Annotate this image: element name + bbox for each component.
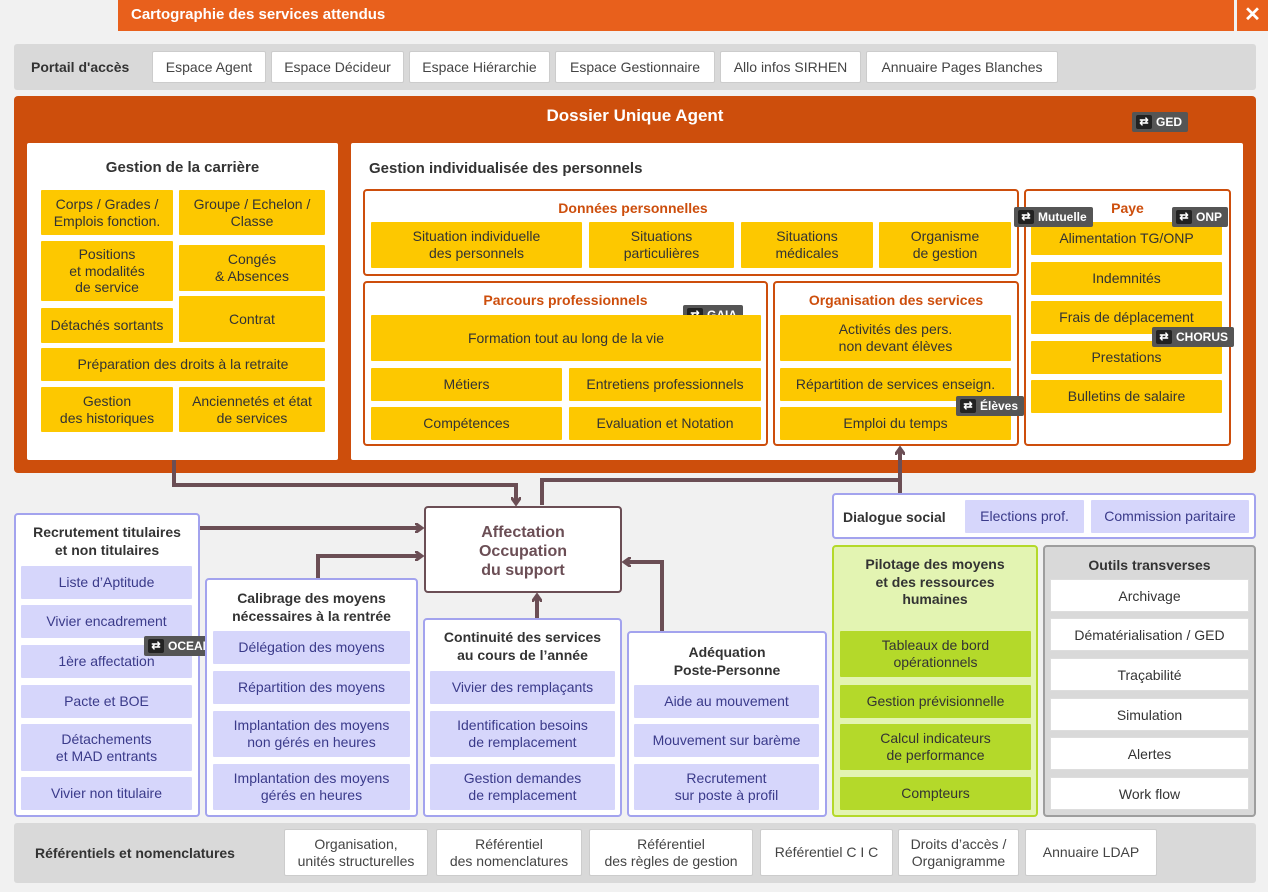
carriere-historiques[interactable]: Gestion des historiques bbox=[41, 387, 173, 432]
calibrage-delegation[interactable]: Délégation des moyens bbox=[213, 631, 410, 664]
donnees-organisme-gestion[interactable]: Organisme de gestion bbox=[879, 222, 1011, 268]
recrutement-vivier-encadrement[interactable]: Vivier encadrement bbox=[21, 605, 192, 638]
portail-allo-infos[interactable]: Allo infos SIRHEN bbox=[720, 51, 861, 83]
close-icon[interactable]: ✕ bbox=[1236, 0, 1268, 31]
organisation-title: Organisation des services bbox=[808, 292, 984, 308]
carriere-detaches[interactable]: Détachés sortants bbox=[41, 308, 173, 343]
recrutement-detachements[interactable]: Détachements et MAD entrants bbox=[21, 724, 192, 771]
pilotage-tableaux-bord[interactable]: Tableaux de bord opérationnels bbox=[840, 631, 1031, 677]
parcours-evaluation[interactable]: Evaluation et Notation bbox=[569, 407, 761, 440]
adequation-mouvement-bareme[interactable]: Mouvement sur barème bbox=[634, 724, 819, 757]
chorus-tag: ⇄CHORUS bbox=[1152, 327, 1235, 347]
dua-title: Dossier Unique Agent bbox=[546, 106, 724, 125]
ref-organisation[interactable]: Organisation, unités structurelles bbox=[284, 829, 428, 876]
mutuelle-tag: ⇄Mutuelle bbox=[1014, 207, 1093, 227]
portail-espace-decideur[interactable]: Espace Décideur bbox=[271, 51, 404, 83]
recrutement-title: Recrutement titulaires et non titulaires bbox=[33, 524, 181, 559]
calibrage-repartition[interactable]: Répartition des moyens bbox=[213, 671, 410, 704]
continuite-identification-besoins[interactable]: Identification besoins de remplacement bbox=[430, 711, 615, 757]
paye-bulletins[interactable]: Bulletins de salaire bbox=[1031, 380, 1222, 413]
adequation-recrutement-profil[interactable]: Recrutement sur poste à profil bbox=[634, 764, 819, 810]
recrutement-vivier-non-titulaire[interactable]: Vivier non titulaire bbox=[21, 777, 192, 810]
carriere-conges[interactable]: Congés & Absences bbox=[179, 245, 325, 291]
recrutement-liste-aptitude[interactable]: Liste d’Aptitude bbox=[21, 566, 192, 599]
organisation-activites[interactable]: Activités des pers. non devant élèves bbox=[780, 315, 1011, 361]
recrutement-pacte-boe[interactable]: Pacte et BOE bbox=[21, 685, 192, 718]
affectation-center[interactable]: Affectation Occupation du support bbox=[424, 506, 622, 593]
carriere-anciennetes[interactable]: Anciennetés et état de services bbox=[179, 387, 325, 432]
portail-espace-gestionnaire[interactable]: Espace Gestionnaire bbox=[555, 51, 715, 83]
outils-alertes[interactable]: Alertes bbox=[1050, 737, 1249, 770]
portail-title: Portail d'accès bbox=[31, 59, 130, 75]
outils-title: Outils transverses bbox=[1088, 557, 1211, 573]
dialogue-elections[interactable]: Elections prof. bbox=[965, 500, 1084, 533]
continuite-vivier-remplacants[interactable]: Vivier des remplaçants bbox=[430, 671, 615, 704]
outils-tracabilite[interactable]: Traçabilité bbox=[1050, 658, 1249, 691]
paye-indemnites[interactable]: Indemnités bbox=[1031, 262, 1222, 295]
continuite-title: Continuité des services au cours de l’an… bbox=[443, 629, 602, 664]
adequation-aide-mouvement[interactable]: Aide au mouvement bbox=[634, 685, 819, 718]
adequation-title: Adéquation Poste-Personne bbox=[673, 644, 781, 679]
parcours-metiers[interactable]: Métiers bbox=[371, 368, 562, 401]
window-title: Cartographie des services attendus bbox=[118, 0, 1234, 31]
donnees-situations-particulieres[interactable]: Situations particulières bbox=[589, 222, 734, 268]
pilotage-compteurs[interactable]: Compteurs bbox=[840, 777, 1031, 810]
ref-nomenclatures[interactable]: Référentiel des nomenclatures bbox=[436, 829, 582, 876]
sync-icon: ⇄ bbox=[960, 399, 976, 413]
donnees-situation-individuelle[interactable]: Situation individuelle des personnels bbox=[371, 222, 582, 268]
pilotage-gestion-previsionnelle[interactable]: Gestion prévisionnelle bbox=[840, 685, 1031, 718]
calibrage-implantation-heures[interactable]: Implantation des moyens gérés en heures bbox=[213, 764, 410, 810]
sync-icon: ⇄ bbox=[148, 639, 164, 653]
organisation-repartition[interactable]: Répartition de services enseign. bbox=[780, 368, 1011, 401]
carriere-retraite[interactable]: Préparation des droits à la retraite bbox=[41, 348, 325, 381]
onp-tag: ⇄ONP bbox=[1172, 207, 1229, 227]
continuite-gestion-demandes[interactable]: Gestion demandes de remplacement bbox=[430, 764, 615, 810]
arrow-adequation-to-center bbox=[625, 562, 664, 632]
sync-icon: ⇄ bbox=[1156, 330, 1172, 344]
pilotage-calcul-indicateurs[interactable]: Calcul indicateurs de performance bbox=[840, 724, 1031, 770]
donnees-situations-medicales[interactable]: Situations médicales bbox=[741, 222, 873, 268]
dialogue-commission[interactable]: Commission paritaire bbox=[1091, 500, 1249, 533]
parcours-competences[interactable]: Compétences bbox=[371, 407, 562, 440]
carriere-corps-grades[interactable]: Corps / Grades / Emplois fonction. bbox=[41, 190, 173, 235]
calibrage-implantation-non-heures[interactable]: Implantation des moyens non gérés en heu… bbox=[213, 711, 410, 757]
outils-simulation[interactable]: Simulation bbox=[1050, 698, 1249, 731]
gip-title: Gestion individualisée des personnels bbox=[369, 160, 643, 177]
ref-regles-gestion[interactable]: Référentiel des règles de gestion bbox=[589, 829, 753, 876]
outils-workflow[interactable]: Work flow bbox=[1050, 777, 1249, 810]
outils-archivage[interactable]: Archivage bbox=[1050, 579, 1249, 612]
sync-icon: ⇄ bbox=[1018, 210, 1034, 224]
parcours-title: Parcours professionnels bbox=[483, 292, 648, 308]
paye-alimentation[interactable]: Alimentation TG/ONP bbox=[1031, 222, 1222, 255]
ocean-tag: ⇄OCEAN bbox=[144, 636, 218, 656]
eleves-tag: ⇄Élèves bbox=[956, 396, 1025, 416]
carriere-groupe-echelon[interactable]: Groupe / Echelon / Classe bbox=[179, 190, 325, 235]
donnees-title: Données personnelles bbox=[558, 200, 708, 216]
paye-prestations[interactable]: Prestations bbox=[1031, 341, 1222, 374]
pilotage-panel bbox=[832, 545, 1038, 817]
portail-annuaire[interactable]: Annuaire Pages Blanches bbox=[866, 51, 1058, 83]
portail-espace-agent[interactable]: Espace Agent bbox=[152, 51, 266, 83]
dialogue-title: Dialogue social bbox=[843, 509, 946, 525]
sync-icon: ⇄ bbox=[1176, 210, 1192, 224]
portail-espace-hierarchie[interactable]: Espace Hiérarchie bbox=[409, 51, 550, 83]
ref-droits-acces[interactable]: Droits d’accès / Organigramme bbox=[898, 829, 1019, 876]
ref-annuaire-ldap[interactable]: Annuaire LDAP bbox=[1025, 829, 1157, 876]
sync-icon: ⇄ bbox=[1136, 115, 1152, 129]
parcours-formation[interactable]: Formation tout au long de la vie bbox=[371, 315, 761, 361]
pilotage-title: Pilotage des moyens et des ressources hu… bbox=[865, 556, 1005, 607]
parcours-entretiens[interactable]: Entretiens professionnels bbox=[569, 368, 761, 401]
arrow-calibrage-to-center bbox=[316, 556, 421, 578]
ref-cic[interactable]: Référentiel C I C bbox=[760, 829, 893, 876]
paye-title: Paye bbox=[1111, 200, 1144, 216]
referentiels-title: Référentiels et nomenclatures bbox=[35, 845, 235, 861]
calibrage-title: Calibrage des moyens nécessaires à la re… bbox=[232, 590, 391, 625]
carriere-title: Gestion de la carrière bbox=[105, 159, 260, 176]
carriere-positions[interactable]: Positions et modalités de service bbox=[41, 241, 173, 301]
outils-dematerialisation[interactable]: Dématérialisation / GED bbox=[1050, 618, 1249, 651]
carriere-contrat[interactable]: Contrat bbox=[179, 296, 325, 342]
ged-tag: ⇄GED bbox=[1132, 112, 1189, 132]
